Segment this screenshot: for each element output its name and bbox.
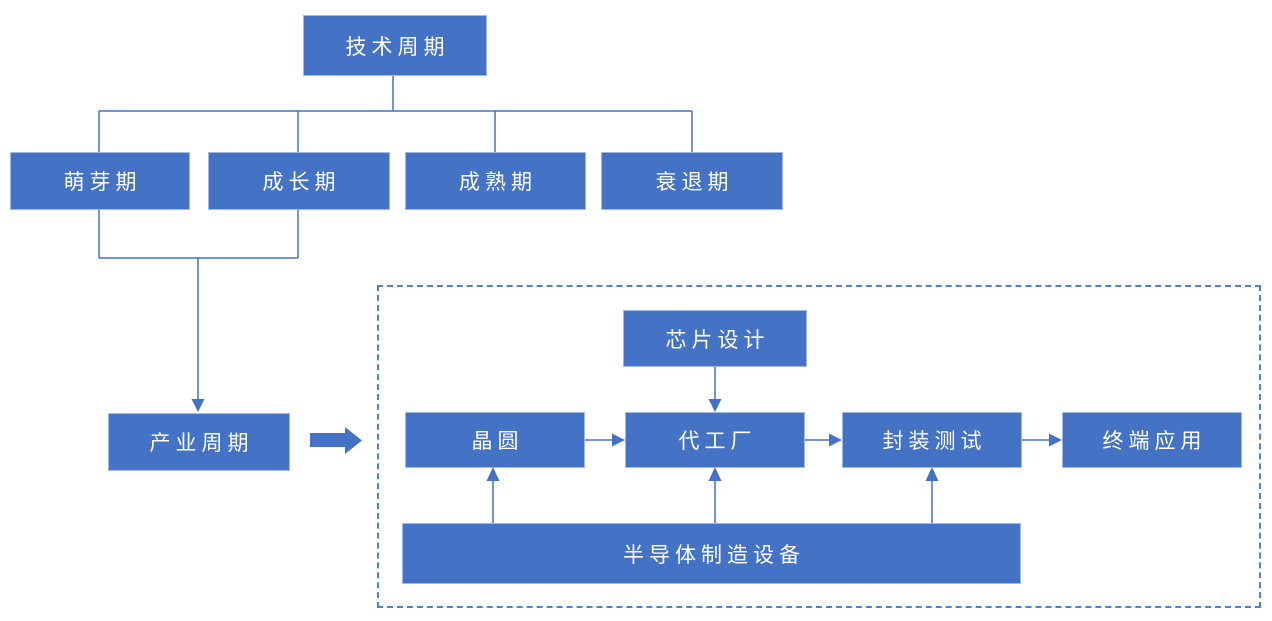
node-foundry-label: 代工厂 [678,429,757,453]
arrowhead-foundry-to-packaging [829,433,842,447]
node-chip-design: 芯片设计 [623,310,807,367]
node-wafer: 晶圆 [405,412,585,468]
node-chip-design-label: 芯片设计 [665,327,770,352]
node-packaging-testing-label: 封装测试 [882,429,987,453]
node-stage-sprout-label: 萌芽期 [63,170,142,194]
node-terminal-application: 终端应用 [1062,412,1242,468]
node-stage-growth-label: 成长期 [262,170,341,194]
node-foundry: 代工厂 [625,412,805,468]
industry-chain-frame [377,285,1261,608]
node-semi-equipment: 半导体制造设备 [402,523,1021,584]
node-semi-equipment-label: 半导体制造设备 [623,542,805,567]
node-stage-decline-label: 衰退期 [655,170,734,194]
node-tech-cycle: 技术周期 [303,15,487,76]
node-industry-cycle-label: 产业周期 [149,431,254,455]
arrowhead-wafer-to-foundry [612,433,625,447]
block-arrow-industry-to-chain [310,427,362,454]
node-terminal-application-label: 终端应用 [1102,429,1207,453]
arrowhead-equip-to-packaging [925,467,939,481]
node-industry-cycle: 产业周期 [108,413,290,471]
arrowhead-chip-to-foundry [708,399,722,412]
node-stage-sprout: 萌芽期 [10,152,190,210]
node-stage-mature-label: 成熟期 [459,170,537,194]
node-stage-mature: 成熟期 [405,152,586,210]
node-stage-growth: 成长期 [208,152,390,210]
arrowhead-packaging-to-terminal [1049,433,1062,447]
arrowhead-equip-to-wafer [486,467,500,481]
node-wafer-label: 晶圆 [471,429,524,453]
arrowhead-equip-to-foundry [708,467,722,481]
node-stage-decline: 衰退期 [601,152,783,210]
node-packaging-testing: 封装测试 [842,412,1022,468]
arrowhead-to-industry-cycle [191,399,205,412]
node-tech-cycle-label: 技术周期 [345,34,450,59]
